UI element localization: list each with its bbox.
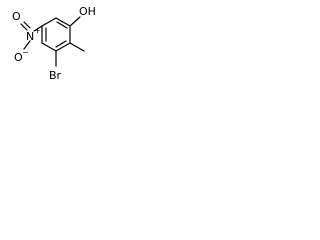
bond-to-oh	[69, 16, 81, 27]
nitro-bond-o-top-double	[20, 23, 28, 31]
o-bottom-label: O	[14, 51, 23, 64]
ring-double-bond-inner-1	[56, 21, 68, 29]
bond-to-methyl	[69, 42, 85, 52]
oh-label: OH	[79, 5, 96, 18]
nitro-bond-o-top	[23, 21, 31, 29]
ring-bond-c4-c5	[41, 42, 57, 52]
n-charge-label: +	[34, 26, 41, 35]
br-label: Br	[49, 69, 62, 82]
ring-bond-c6-c1	[41, 17, 57, 27]
ring-bond-c1-c2	[55, 17, 71, 27]
bond-to-nitro	[33, 25, 43, 32]
benzene-ring	[41, 17, 71, 52]
structure-diagram: OH Br N + O O −	[12, 5, 96, 82]
ring-double-bond-inner-2	[55, 40, 67, 48]
o-bottom-charge-label: −	[22, 48, 29, 57]
o-top-label: O	[12, 10, 21, 23]
n-label: N	[26, 30, 34, 43]
nitro-bond-o-bottom	[23, 40, 31, 50]
ring-bond-c3-c4	[55, 42, 71, 52]
